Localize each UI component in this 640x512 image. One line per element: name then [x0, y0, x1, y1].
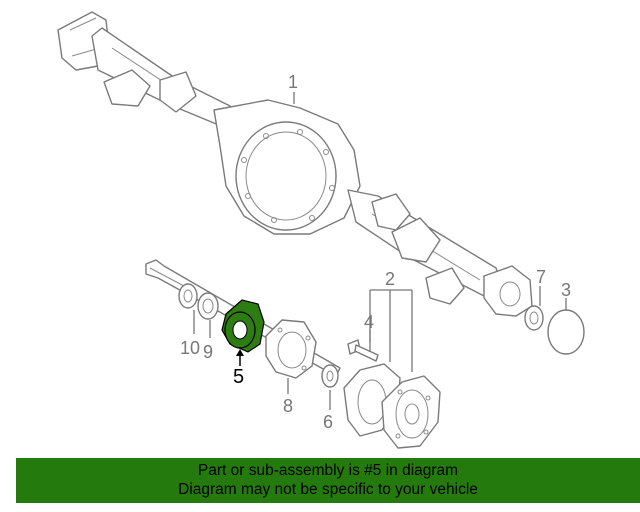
part-10-seal	[178, 283, 198, 309]
callout-8[interactable]: 8	[283, 396, 293, 416]
info-banner: Part or sub-assembly is #5 in diagram Di…	[16, 458, 640, 503]
part-5-bearing-highlighted[interactable]	[221, 299, 265, 353]
part-2-brake-assembly	[343, 363, 441, 449]
banner-line-2: Diagram may not be specific to your vehi…	[178, 481, 478, 498]
callout-6[interactable]: 6	[323, 412, 333, 432]
leader-lines	[193, 92, 567, 410]
axle-housing	[57, 11, 533, 317]
part-3-o-ring	[547, 309, 585, 355]
callout-10[interactable]: 10	[180, 338, 200, 358]
callout-1[interactable]: 1	[288, 72, 298, 92]
exploded-parts-diagram: 1 2 3 4 5 6 7 8 9 10	[57, 11, 585, 449]
part-6-washer	[321, 364, 339, 388]
callout-7[interactable]: 7	[536, 267, 546, 287]
part-9-retainer	[197, 292, 219, 320]
part-4-bolt	[347, 339, 379, 362]
callout-numbers: 1 2 3 4 5 6 7 8 9 10	[180, 72, 571, 432]
callout-4[interactable]: 4	[364, 312, 374, 332]
banner-line-1: Part or sub-assembly is #5 in diagram	[197, 462, 459, 479]
callout-2[interactable]: 2	[385, 269, 395, 289]
callout-3[interactable]: 3	[561, 280, 571, 300]
callout-5[interactable]: 5	[233, 366, 244, 388]
callout-9[interactable]: 9	[203, 342, 213, 362]
part-7-bearing	[524, 305, 544, 331]
part-8-hub	[265, 319, 317, 379]
